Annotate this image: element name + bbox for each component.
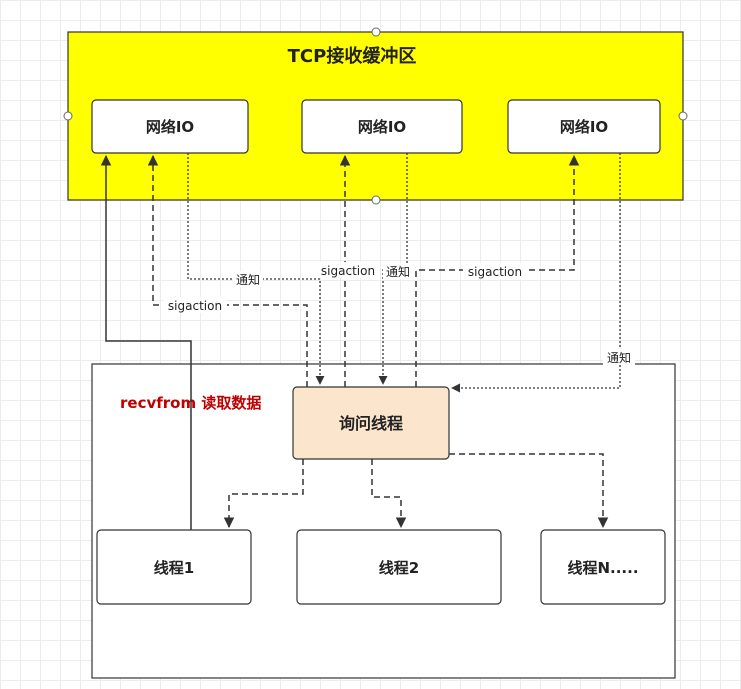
- resize-handle-top[interactable]: [371, 27, 381, 37]
- thread-label-2: 线程2: [379, 559, 419, 577]
- label-bg-notify-1: [233, 271, 263, 287]
- thread-label-n: 线程N.....: [567, 559, 638, 577]
- network-io-label-1: 网络IO: [146, 118, 194, 136]
- thread-box-2: [296, 529, 502, 605]
- thread-label-1: 线程1: [154, 559, 194, 577]
- thread-box-1: [96, 529, 252, 605]
- label-bg-sigaction-1: [163, 297, 227, 313]
- query-thread-label: 询问线程: [339, 414, 403, 433]
- network-io-label-2: 网络IO: [358, 118, 406, 136]
- edge-label-notify-3: 通知: [607, 351, 631, 365]
- sigaction-arrow-1: [147, 154, 308, 387]
- recvfrom-arrow: [100, 154, 192, 530]
- resize-handle-left[interactable]: [63, 111, 73, 121]
- network-io-label-3: 网络IO: [560, 118, 608, 136]
- resize-handle-bottom[interactable]: [371, 195, 381, 205]
- network-io-box-1: [91, 99, 249, 154]
- dispatch-arrow-2: [371, 459, 407, 529]
- thread-box-n: [540, 529, 666, 605]
- label-bg-notify-3: [603, 349, 635, 365]
- tcp-buffer-title: TCP接收缓冲区: [288, 45, 417, 67]
- edge-label-sigaction-3: sigaction: [468, 265, 522, 279]
- edge-label-notify-1: 通知: [236, 273, 260, 287]
- network-io-box-3: [507, 99, 661, 154]
- edge-label-sigaction-1: sigaction: [168, 299, 222, 313]
- label-bg-sigaction-3: [463, 263, 527, 279]
- label-bg-sigaction-2: [316, 262, 380, 278]
- label-bg-notify-2: [383, 263, 413, 279]
- edge-label-notify-2: 通知: [386, 265, 410, 279]
- query-thread-box: [292, 386, 450, 460]
- edge-label-sigaction-2: sigaction: [321, 264, 375, 278]
- dispatch-arrow-n: [449, 453, 609, 529]
- network-io-box-2: [301, 99, 463, 154]
- dispatch-arrow-1: [223, 459, 304, 529]
- resize-handle-right[interactable]: [678, 111, 688, 121]
